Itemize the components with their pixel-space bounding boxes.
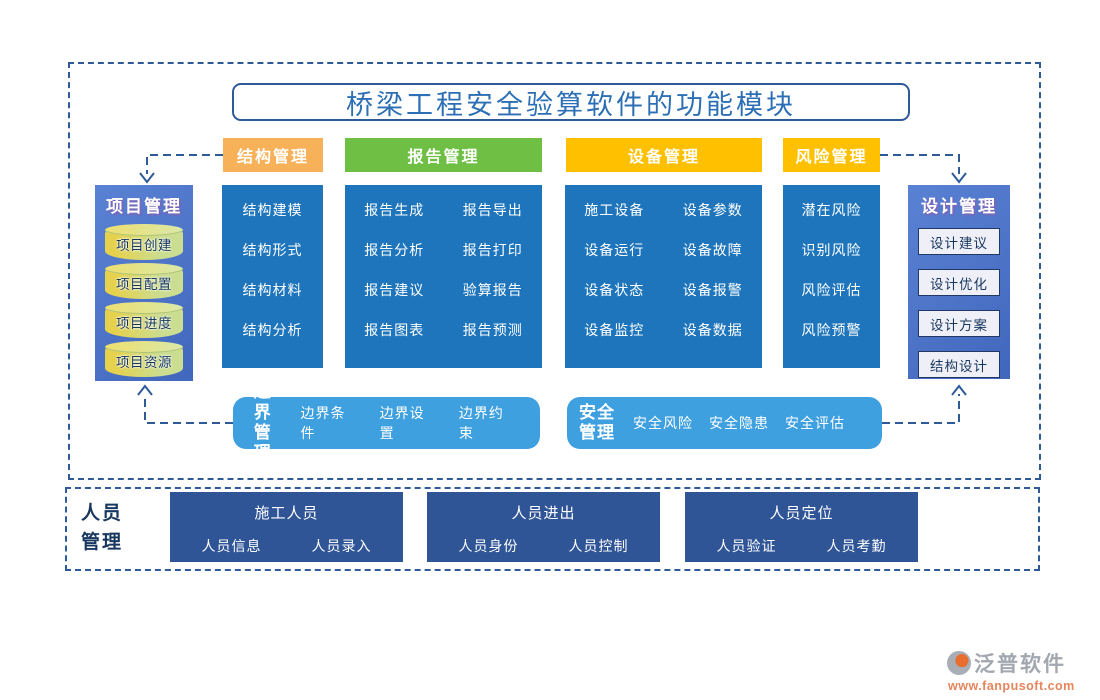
- safety-bar: 安全管理 安全风险 安全隐患 安全评估: [567, 397, 882, 449]
- module-item: 结构形式: [242, 242, 303, 258]
- personnel-group-location: 人员定位 人员验证 人员考勤: [685, 492, 918, 562]
- boundary-bar-title: 边界管理: [245, 382, 281, 464]
- cylinder-label: 项目配置: [116, 277, 172, 292]
- module-column-risk: 潜在风险 识别风险 风险评估 风险预警: [783, 185, 880, 368]
- group-item: 人员身份: [458, 538, 519, 554]
- module-item: 潜在风险: [801, 202, 862, 218]
- module-item: 报告生成: [364, 202, 425, 218]
- safety-item: 安全风险: [633, 415, 693, 431]
- module-header-risk: 风险管理: [783, 138, 880, 172]
- fanpu-brand: 泛普软件: [974, 653, 1066, 676]
- main-diagram-frame: [68, 62, 1041, 480]
- module-item: 设备报警: [682, 282, 743, 298]
- module-header-structure: 结构管理: [223, 138, 323, 172]
- module-item: 报告打印: [462, 242, 523, 258]
- module-header-device: 设备管理: [566, 138, 762, 172]
- module-item: 设备状态: [584, 282, 645, 298]
- module-item: 设备数据: [682, 322, 743, 338]
- module-column-report: 报告生成 报告导出 报告分析 报告打印 报告建议 验算报告 报告图表 报告预测: [345, 185, 542, 368]
- module-item: 结构材料: [242, 282, 303, 298]
- module-item: 设备运行: [584, 242, 645, 258]
- cylinder-label: 项目资源: [116, 355, 172, 370]
- personnel-group-construction: 施工人员 人员信息 人员录入: [170, 492, 403, 562]
- module-column-structure: 结构建模 结构形式 结构材料 结构分析: [222, 185, 323, 368]
- module-item: 报告建议: [364, 282, 425, 298]
- module-item: 结构建模: [242, 202, 303, 218]
- module-item: 验算报告: [462, 282, 523, 298]
- module-item: 报告图表: [364, 322, 425, 338]
- design-box: 结构设计: [918, 351, 1000, 378]
- project-database-cylinder: 项目配置: [105, 263, 183, 299]
- project-database-cylinder: 项目进度: [105, 302, 183, 338]
- group-item: 人员控制: [568, 538, 629, 554]
- group-title: 施工人员: [254, 505, 319, 522]
- module-header-report: 报告管理: [345, 138, 542, 172]
- cylinder-label: 项目进度: [116, 316, 172, 331]
- fanpu-logo-icon: [947, 651, 971, 675]
- design-box: 设计建议: [918, 228, 1000, 255]
- boundary-item: 边界条件: [300, 405, 346, 441]
- module-item: 风险评估: [801, 282, 862, 298]
- boundary-title-line1: 边界: [253, 382, 272, 422]
- group-item: 人员考勤: [826, 538, 887, 554]
- project-database-cylinder: 项目资源: [105, 341, 183, 377]
- module-item: 识别风险: [801, 242, 862, 258]
- boundary-item: 边界设置: [379, 405, 425, 441]
- module-item: 设备监控: [584, 322, 645, 338]
- design-box: 设计方案: [918, 310, 1000, 337]
- safety-title-line2: 管理: [579, 423, 615, 442]
- personnel-label-line2: 管理: [81, 531, 124, 553]
- project-database-cylinder: 项目创建: [105, 224, 183, 260]
- diagram-title: 桥梁工程安全验算软件的功能模块: [232, 83, 910, 121]
- personnel-label: 人员 管理: [81, 500, 123, 557]
- project-panel-title: 项目管理: [106, 197, 182, 216]
- safety-item: 安全隐患: [709, 415, 769, 431]
- boundary-item: 边界约束: [458, 405, 504, 441]
- personnel-group-access: 人员进出 人员身份 人员控制: [427, 492, 660, 562]
- module-item: 报告分析: [364, 242, 425, 258]
- personnel-label-line1: 人员: [81, 503, 124, 524]
- group-item: 人员信息: [201, 538, 262, 554]
- group-title: 人员定位: [769, 505, 834, 522]
- boundary-title-line2: 管理: [253, 423, 272, 463]
- module-item: 报告导出: [462, 202, 523, 218]
- module-item: 风险预警: [801, 322, 862, 338]
- group-item: 人员验证: [716, 538, 777, 554]
- module-item: 结构分析: [242, 322, 303, 338]
- boundary-bar: 边界管理 边界条件 边界设置 边界约束: [233, 382, 540, 462]
- module-item: 施工设备: [584, 202, 645, 218]
- design-panel-title: 设计管理: [921, 197, 997, 216]
- cylinder-label: 项目创建: [116, 238, 172, 253]
- module-item: 设备参数: [682, 202, 743, 218]
- module-item: 报告预测: [462, 322, 523, 338]
- fanpu-url: www.fanpusoft.com: [948, 679, 1075, 693]
- module-item: 设备故障: [682, 242, 743, 258]
- project-panel: 项目管理 项目创建 项目配置 项目进度 项目资源: [95, 185, 193, 381]
- group-title: 人员进出: [511, 505, 576, 522]
- group-item: 人员录入: [311, 538, 372, 554]
- fanpu-logo: 泛普软件 www.fanpusoft.com: [935, 648, 1100, 693]
- safety-bar-title: 安全管理: [579, 403, 615, 444]
- safety-title-line1: 安全: [579, 402, 615, 422]
- design-box: 设计优化: [918, 269, 1000, 296]
- safety-item: 安全评估: [785, 415, 845, 431]
- design-panel: 设计管理 设计建议 设计优化 设计方案 结构设计: [908, 185, 1010, 379]
- personnel-section-frame: [65, 487, 1040, 571]
- module-column-device: 施工设备 设备参数 设备运行 设备故障 设备状态 设备报警 设备监控 设备数据: [565, 185, 762, 368]
